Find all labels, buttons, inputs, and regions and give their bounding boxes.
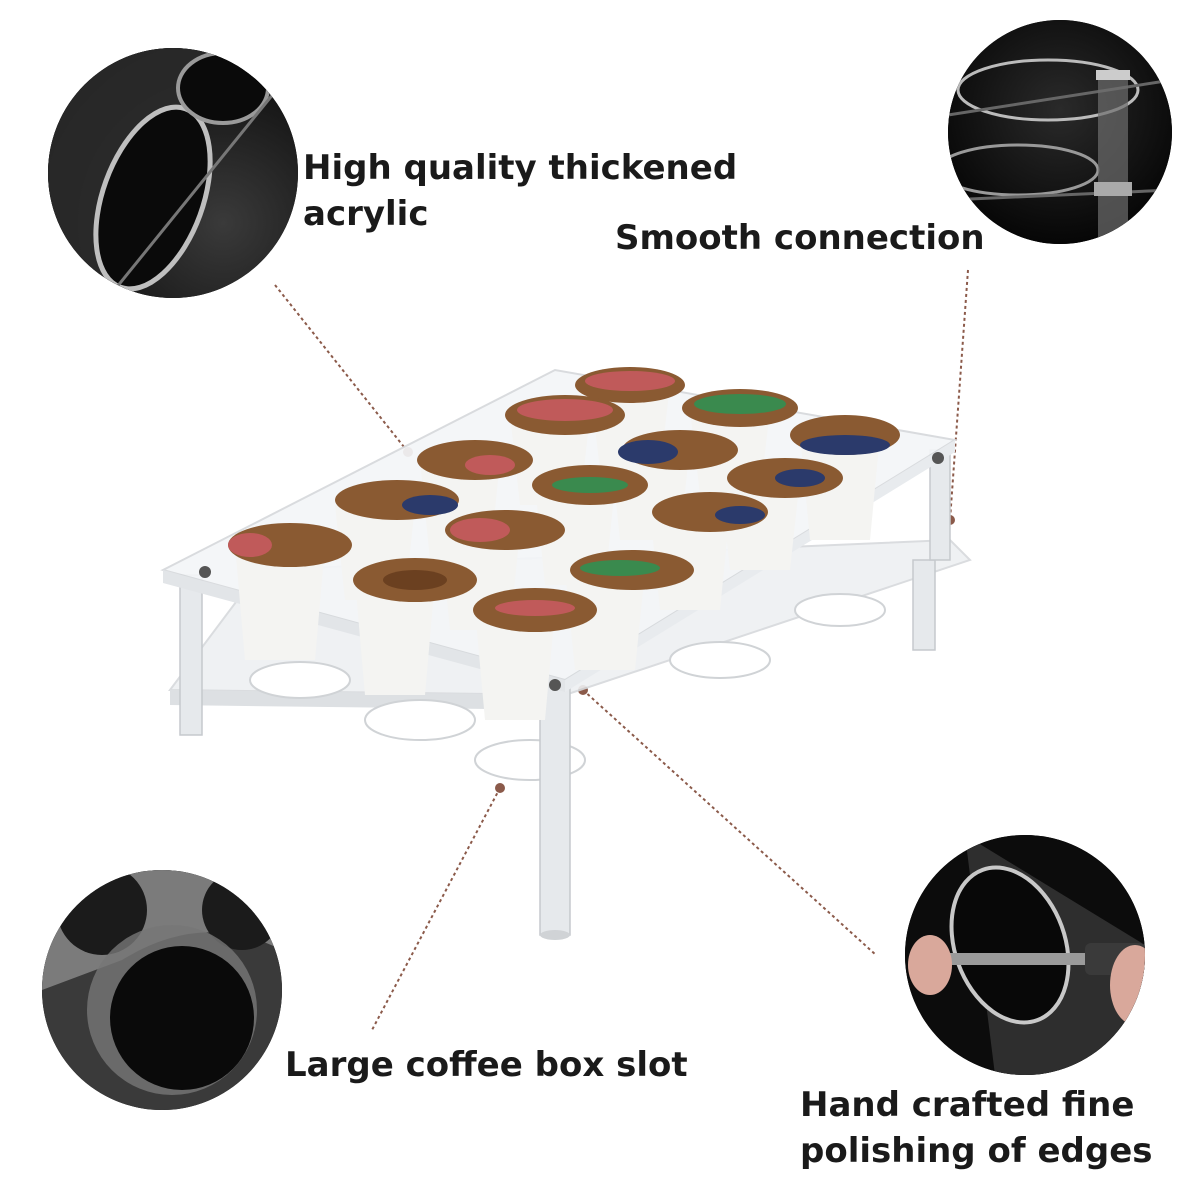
leader-lines — [274, 269, 969, 1031]
polishing-callout-line2: polishing of edges — [800, 1131, 1153, 1171]
polishing-detail-circle — [905, 835, 1145, 1075]
acrylic-callout-line2: acrylic — [303, 194, 429, 234]
acrylic-callout-line1: High quality thickened — [303, 148, 738, 188]
connection-detail-circle — [948, 20, 1172, 244]
slot-hole-icon — [42, 870, 282, 1110]
connection-callout: Smooth connection — [615, 218, 985, 258]
acrylic-legs — [179, 449, 951, 936]
coffee-pods — [228, 367, 900, 720]
hand-screwing-icon — [905, 835, 1145, 1075]
slot-callout: Large coffee box slot — [285, 1045, 688, 1085]
acrylic-callout: High quality thickened acrylic — [303, 145, 737, 237]
polishing-callout-line1: Hand crafted fine — [800, 1085, 1135, 1125]
slot-detail-circle — [42, 870, 282, 1110]
screw-post-icon — [948, 20, 1172, 244]
polishing-callout: Hand crafted fine polishing of edges — [800, 1082, 1153, 1174]
